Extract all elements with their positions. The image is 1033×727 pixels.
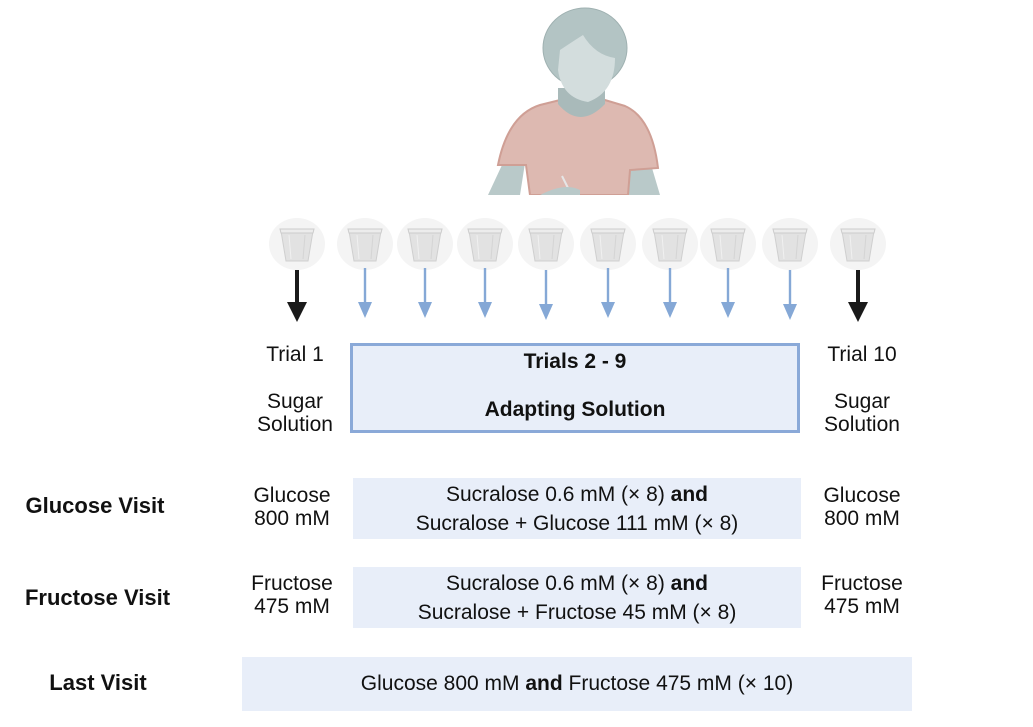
trial-1-sugar-solution: Sugar Solution	[245, 390, 345, 436]
fructose-end-line1: Fructose	[821, 572, 903, 595]
glucose-adapt-line2: Sucralose + Glucose 111 mM (× 8)	[415, 512, 739, 535]
trial-10-sugar-solution: Sugar Solution	[812, 390, 912, 436]
glucose-adapt-and: and	[670, 483, 708, 506]
glucose-visit-start: Glucose 800 mM	[237, 484, 347, 530]
blue-down-arrow-icon	[663, 268, 677, 318]
blue-down-arrow-icon	[418, 268, 432, 318]
blue-down-arrow-icon	[601, 268, 615, 318]
trials-2-9-title: Trials 2 - 9	[523, 350, 627, 373]
black-down-arrow-icon	[848, 270, 868, 322]
glucose-visit-label: Glucose Visit	[25, 493, 165, 518]
last-visit-text-post: Fructose 475 mM (× 10)	[562, 672, 794, 695]
trial-1-title: Trial 1	[266, 343, 324, 366]
glucose-visit-adapting-band: Sucralose 0.6 mM (× 8) and Sucralose + G…	[353, 478, 801, 539]
fructose-adapt-line1: Sucralose 0.6 mM (× 8) and	[353, 569, 801, 598]
glucose-visit-end: Glucose 800 mM	[807, 484, 917, 530]
fructose-visit-end: Fructose 475 mM	[807, 572, 917, 618]
cup-icon	[580, 218, 636, 270]
trial-10-title: Trial 10	[827, 343, 897, 366]
cup-icon	[518, 218, 574, 270]
cup-icon	[830, 218, 886, 270]
cup-icon	[397, 218, 453, 270]
cup-icon	[642, 218, 698, 270]
fructose-adapt-line2: Sucralose + Fructose 45 mM (× 8)	[417, 601, 737, 624]
fructose-visit-start: Fructose 475 mM	[237, 572, 347, 618]
last-visit-band: Glucose 800 mM and Fructose 475 mM (× 10…	[242, 657, 912, 711]
fructose-start-line1: Fructose	[251, 572, 333, 595]
last-visit-label: Last Visit	[49, 670, 147, 695]
blue-down-arrow-icon	[721, 268, 735, 318]
glucose-start-line2: 800 mM	[254, 507, 330, 530]
glucose-adapt-line1-text: Sucralose 0.6 mM (× 8)	[445, 483, 671, 506]
blue-down-arrow-icon	[783, 270, 797, 320]
cup-icon	[700, 218, 756, 270]
trial-1-line2: Solution	[257, 413, 333, 436]
glucose-adapt-line1: Sucralose 0.6 mM (× 8) and	[353, 480, 801, 509]
fructose-end-line2: 475 mM	[824, 595, 900, 618]
trial-10-line2: Solution	[824, 413, 900, 436]
cup-icon	[337, 218, 393, 270]
black-down-arrow-icon	[287, 270, 307, 322]
glucose-start-line1: Glucose	[253, 484, 331, 507]
adapting-solution-box: Trials 2 - 9 Adapting Solution	[350, 343, 800, 433]
adapting-solution-label: Adapting Solution	[484, 398, 666, 421]
fructose-visit-adapting-band: Sucralose 0.6 mM (× 8) and Sucralose + F…	[353, 567, 801, 628]
blue-down-arrow-icon	[539, 270, 553, 320]
fructose-start-line2: 475 mM	[254, 595, 330, 618]
trial-10-line1: Sugar	[833, 390, 891, 413]
fructose-visit-label: Fructose Visit	[24, 585, 171, 610]
blue-down-arrow-icon	[358, 268, 372, 318]
cup-icon	[269, 218, 325, 270]
seated-person-icon	[488, 7, 660, 195]
glucose-end-line2: 800 mM	[824, 507, 900, 530]
last-visit-text-pre: Glucose 800 mM	[360, 672, 526, 695]
fructose-adapt-and: and	[670, 572, 708, 595]
fructose-adapt-line1-text: Sucralose 0.6 mM (× 8)	[445, 572, 671, 595]
cup-icon	[762, 218, 818, 270]
trial-1-line1: Sugar	[266, 390, 324, 413]
last-visit-and: and	[525, 672, 563, 695]
blue-down-arrow-icon	[478, 268, 492, 318]
cup-icon	[457, 218, 513, 270]
glucose-end-line1: Glucose	[823, 484, 901, 507]
